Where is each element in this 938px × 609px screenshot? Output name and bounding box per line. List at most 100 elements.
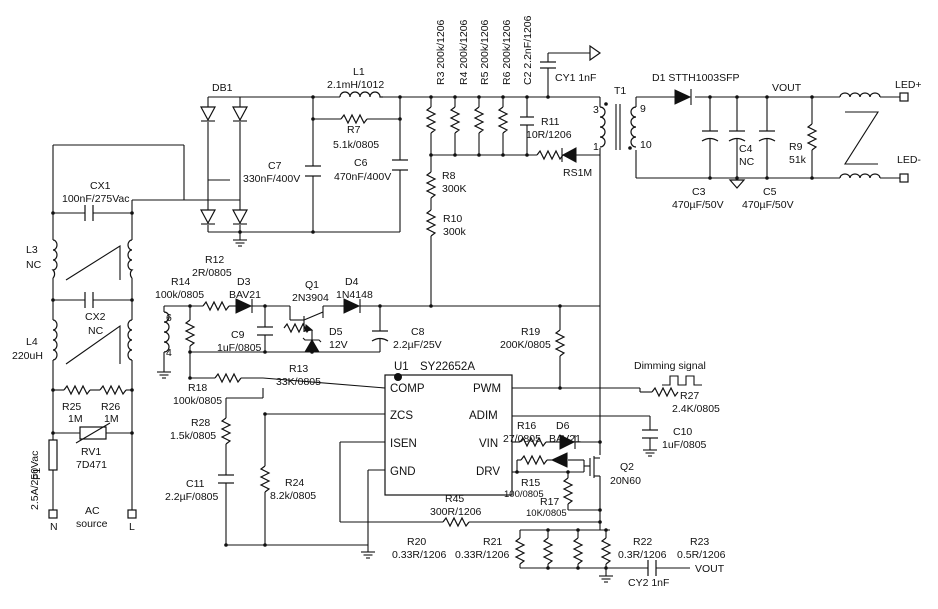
label-pin3: 3 [593,104,599,116]
label-r12: R12 [205,254,224,266]
capacitor-c4 [728,130,746,142]
label-d3: D3 [237,276,251,288]
hv-arrow-symbol [589,44,602,62]
label-r12-value: 2R/0805 [192,267,232,279]
label-l: L [129,521,135,533]
capacitor-cy1 [540,61,556,69]
ground-symbol [232,239,248,247]
diode-d3 [235,298,253,314]
capacitor-c5 [758,130,776,142]
label-u1: U1 [394,361,409,373]
pin-comp: COMP [390,383,425,395]
label-r24: R24 [285,477,304,489]
line-terminal [127,509,137,519]
label-cx1: CX1 [90,180,111,192]
label-c11-value: 2.2µF/0805 [165,491,218,503]
resistor-r28 [221,417,231,445]
label-c6: C6 [354,157,368,169]
label-r25-value: 1M [68,413,83,425]
label-r13-value: 33K/0805 [276,376,321,388]
label-r10: R10 [443,213,462,225]
label-r27: R27 [680,390,699,402]
diode-d-drv [550,452,568,468]
label-r6: R6 200k/1206 [501,19,513,85]
resistor-r6 [498,106,508,134]
label-c8-value: 2.2µF/25V [393,339,442,351]
label-r11-value: 10R/1206 [526,129,572,141]
label-l1: L1 [353,66,365,78]
capacitor-c2 [520,116,534,126]
diode-d6 [546,434,600,450]
resistor-r19 [555,329,565,357]
resistor-r11 [536,150,564,160]
label-c4: C4 [739,143,753,155]
label-c9-value: 1uF/0805 [217,342,262,354]
capacitor-c10 [642,429,658,439]
resistor-r4 [450,106,460,134]
label-r13: R13 [289,363,308,375]
label-n: N [50,521,58,533]
label-r3: R3 200k/1206 [435,19,447,85]
capacitor-cy2 [647,560,657,576]
labels: DB1 L1 2.1mH/1012 R7 5.1k/0805 C7 330nF/… [12,15,922,589]
label-cy1: CY1 1nF [555,72,596,84]
ground-symbol [360,551,376,559]
label-pin4: 4 [166,347,172,359]
label-r24-value: 8.2k/0805 [270,490,316,502]
label-pin1: 1 [593,141,599,153]
label-r4: R4 200k/1206 [458,19,470,85]
label-r14: R14 [171,276,190,288]
label-dimming-signal: Dimming signal [634,360,706,372]
resistor-r5 [474,106,484,134]
capacitor-c8 [371,330,389,342]
label-r8: R8 [442,170,456,182]
label-db1: DB1 [212,82,233,94]
resistor-r25 [63,385,91,395]
inductor-l1 [339,91,383,98]
capacitor-c9 [257,326,273,336]
resistor-r9 [807,123,817,151]
label-r18: R18 [188,382,207,394]
diode-rs1m [561,147,600,163]
label-vout: VOUT [772,82,802,94]
capacitor-cx1 [84,205,94,221]
label-c5: C5 [763,186,777,198]
dimming-pwm-waveform [662,375,702,386]
label-r8-value: 300K [442,183,467,195]
diode-d4 [343,298,361,314]
label-r11: R11 [541,116,560,128]
label-f1-rating: 2.5A/250Vac [29,451,41,510]
label-r16: R16 [517,420,536,432]
label-pin9: 9 [640,103,646,115]
label-l4: L4 [26,336,38,348]
resistor-r24 [260,465,270,493]
led-plus-terminal [899,92,909,102]
ground-symbol [598,575,614,583]
zener-d5 [302,337,322,353]
varistor-rv1 [75,422,111,444]
label-q2: Q2 [620,461,634,473]
resistor-r12 [202,301,230,311]
transistor-q1 [290,311,324,332]
label-r21: R21 [483,536,502,548]
resistor-r8 [426,171,436,199]
label-r19-value: 200K/0805 [500,339,551,351]
resistor-r21 [543,537,553,565]
pin-vin: VIN [479,438,498,450]
capacitor-c6 [392,159,408,171]
resistor-r15 [520,455,548,465]
label-c6-value: 470nF/400V [334,171,391,183]
label-d6-value: BAV21 [549,433,581,445]
label-r7: R7 [347,124,361,136]
label-led-minus: LED- [897,154,921,166]
resistor-r7 [340,114,368,124]
label-d6: D6 [556,420,570,432]
label-r22-value: 0.3R/1206 [618,549,667,561]
label-c5-value: 470µF/50V [742,199,794,211]
label-r15: R15 [521,477,540,489]
resistor-r23 [601,537,611,565]
label-cx2: CX2 [85,311,106,323]
label-d5: D5 [329,326,343,338]
